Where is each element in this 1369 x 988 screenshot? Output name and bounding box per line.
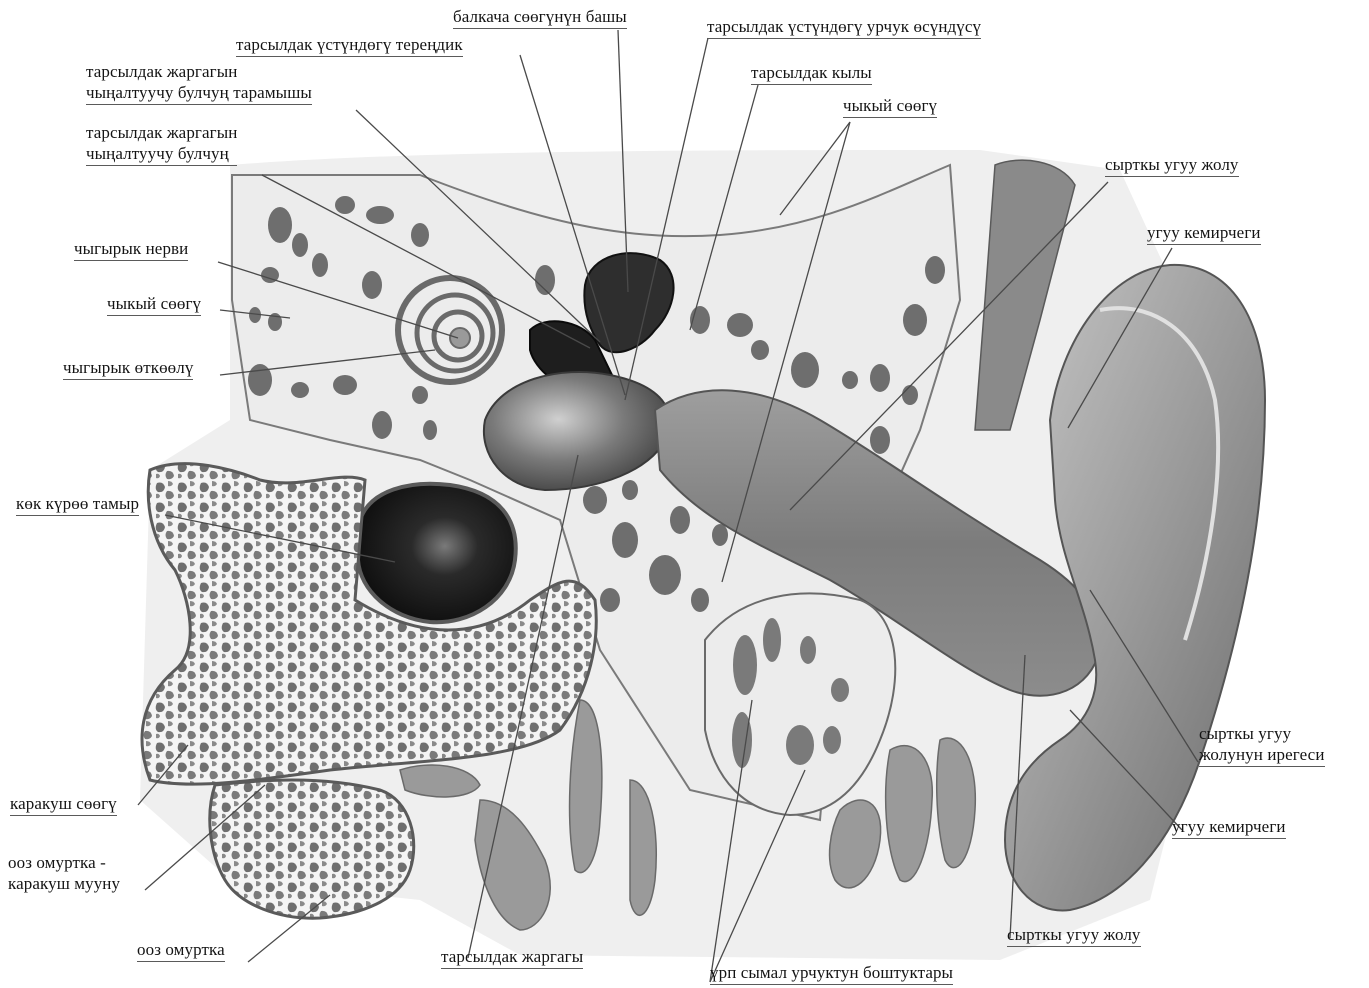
jugular-vein — [358, 484, 516, 622]
label-mastoid-cells: үрп сымал урчуктун боштуктары — [710, 962, 953, 985]
label-ear-cartilage-top: угуу кемирчеги — [1147, 222, 1261, 245]
label-external-meatus-top: сырткы угуу жолу — [1105, 154, 1239, 177]
label-atlanto-occipital-line1: ооз омуртка - — [8, 852, 120, 873]
label-tensor-tympani-muscle-line2: чыңалтуучу булчуң — [86, 143, 237, 164]
label-jugular-vein: көк күрөө тамыр — [16, 493, 139, 516]
label-tensor-tympani-muscle-line1: тарсылдак жаргагын — [86, 122, 237, 143]
label-tensor-tympani-tendon-line2: чыңалтуучу булчуң тарамышы — [86, 82, 312, 103]
atlas-vertebra — [210, 780, 414, 918]
label-occipital-bone: каракуш сөөгү — [10, 793, 117, 816]
label-tympanic-membrane: тарсылдак жаргагы — [441, 946, 583, 969]
label-meatus-notch-line2: жолунун ирегеси — [1199, 744, 1325, 765]
label-tensor-tympani-muscle: тарсылдак жаргагын чыңалтуучу булчуң — [86, 122, 237, 166]
label-atlanto-occipital-joint: ооз омуртка - каракуш мууну — [8, 852, 120, 895]
label-tensor-tympani-tendon: тарсылдак жаргагын чыңалтуучу булчуң тар… — [86, 61, 312, 105]
label-external-meatus-bottom: сырткы угуу жолу — [1007, 924, 1141, 947]
label-atlas: ооз омуртка — [137, 939, 225, 962]
label-temporal-bone-left: чыкый сөөгү — [107, 293, 201, 316]
label-meatus-notch-line1: сырткы угуу — [1199, 723, 1325, 744]
label-meatus-notch: сырткы угуу жолунун ирегеси — [1199, 723, 1325, 767]
label-atlanto-occipital-line2: каракуш мууну — [8, 873, 120, 894]
label-malleus-head: балкача сөөгүнүн башы — [453, 6, 627, 29]
label-ear-cartilage-bottom: угуу кемирчеги — [1172, 816, 1286, 839]
label-tympanic-roof: тарсылдак кылы — [751, 62, 872, 85]
label-epitympanic-process: тарсылдак үстүндөгү урчук өсүндүсү — [707, 16, 981, 39]
label-epitympanic-recess: тарсылдак үстүндөгү тереңдик — [236, 34, 463, 57]
label-temporal-bone-right: чыкый сөөгү — [843, 95, 937, 118]
label-tensor-tympani-tendon-line1: тарсылдак жаргагын — [86, 61, 312, 82]
label-cochlear-nerve: чыгырык нерви — [74, 238, 188, 261]
label-cochlear-duct: чыгырык өткөөлү — [63, 357, 193, 380]
